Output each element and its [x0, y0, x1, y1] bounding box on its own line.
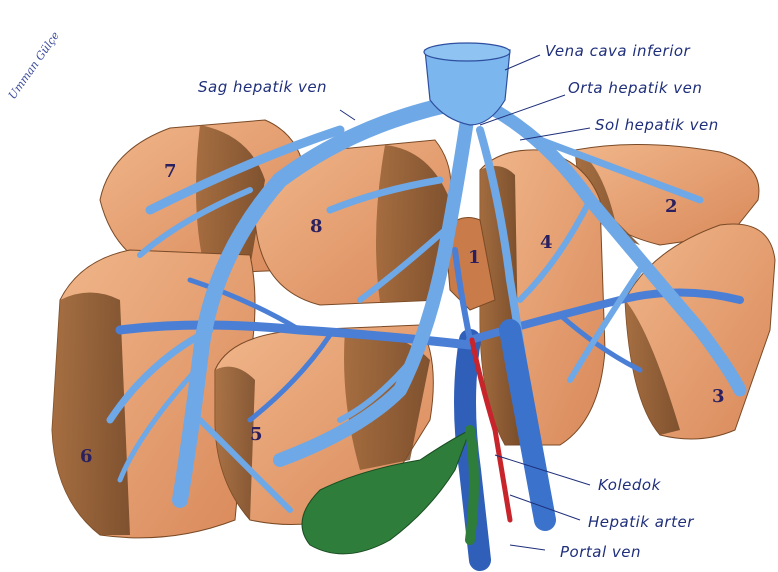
segment-label-2: 2: [665, 196, 678, 217]
segment-label-7: 7: [164, 161, 177, 182]
segment-label-8: 8: [310, 216, 323, 237]
segment-label-6: 6: [80, 446, 93, 467]
label-vena-cava-inferior: Vena cava inferior: [545, 42, 691, 60]
label-sol-hepatik-ven: Sol hepatik ven: [595, 116, 719, 134]
segment-label-1: 1: [468, 247, 481, 268]
segment-label-5: 5: [250, 424, 263, 445]
label-sag-hepatik-ven: Sag hepatik ven: [198, 78, 327, 96]
segment-label-4: 4: [540, 232, 553, 253]
signature: Umman Gülçe: [6, 29, 62, 102]
label-portal-ven: Portal ven: [560, 543, 641, 561]
label-orta-hepatik-ven: Orta hepatik ven: [568, 79, 702, 97]
label-koledok: Koledok: [598, 476, 662, 494]
label-hepatik-arter: Hepatik arter: [588, 513, 694, 531]
segment-label-3: 3: [712, 386, 725, 407]
